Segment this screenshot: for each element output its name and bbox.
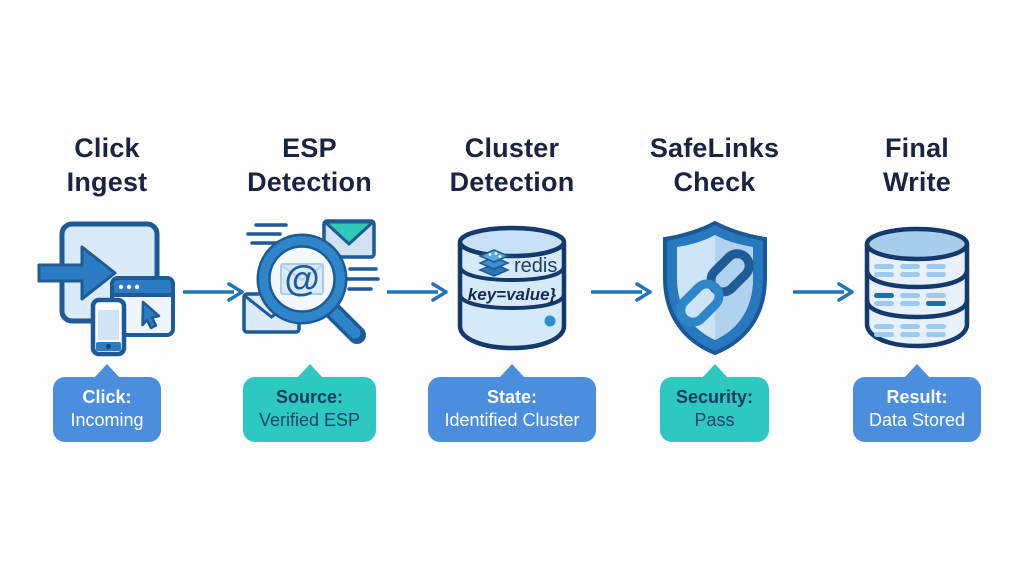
badge-value: Incoming [70,410,144,430]
stage-title-line2: Detection [449,167,575,197]
badge-label: Result: [886,387,948,407]
stage-title-line2: Detection [247,167,372,197]
status-badge: Security: Pass [659,364,770,442]
key-value-text: key=value} [468,285,557,304]
click-ingest-icon [37,218,177,358]
stage-title: ESP Detection [247,131,372,199]
badge-value: Verified ESP [258,410,361,430]
stage-title-line1: Click [74,133,140,163]
email-magnifier-icon: @ [240,218,380,358]
flow-arrow-2 [387,282,448,302]
shield-link-icon [645,218,785,358]
status-badge: Result: Data Stored [852,364,982,442]
badge-label: Click: [82,387,132,407]
badge-value: Identified Cluster [444,410,580,430]
stage-title-line2: Check [673,167,756,197]
stage-row: Click Ingest [6,0,1018,579]
redis-database-icon: redis key=value} [442,218,582,358]
badge-value: Data Stored [868,410,966,430]
stage-title-line1: Cluster [464,133,560,163]
badge-value: Pass [694,410,735,430]
stage-safelinks-check: SafeLinks Check Security: Pass [614,0,816,579]
badge-label: State: [486,387,537,407]
badge-label: Security: [675,387,754,407]
status-badge: Click: Incoming [53,364,161,442]
at-symbol: @ [284,258,319,299]
stage-final-write: Final Write [816,0,1018,579]
stage-title-line1: SafeLinks [649,133,780,163]
stage-cluster-detection: Cluster Detection [411,0,613,579]
stage-title-line1: Final [884,133,949,163]
flow-arrow-4 [793,282,854,302]
stage-title: Cluster Detection [450,131,575,199]
status-badge: State: Identified Cluster [428,364,596,442]
stage-title-line2: Write [882,167,951,197]
flow-arrow-1 [183,282,244,302]
redis-wordmark: redis [514,255,557,277]
stage-title: Final Write [883,131,951,199]
status-badge: Source: Verified ESP [242,364,377,442]
badge-label: Source: [275,387,344,407]
stage-click-ingest: Click Ingest [6,0,208,579]
stage-title: Click Ingest [67,131,148,199]
flow-arrow-3 [591,282,652,302]
database-stack-icon [847,218,987,358]
stage-title: SafeLinks Check [650,131,779,199]
stage-title-line1: ESP [282,133,337,163]
stage-title-line2: Ingest [66,167,148,197]
stage-esp-detection: ESP Detection [209,0,411,579]
